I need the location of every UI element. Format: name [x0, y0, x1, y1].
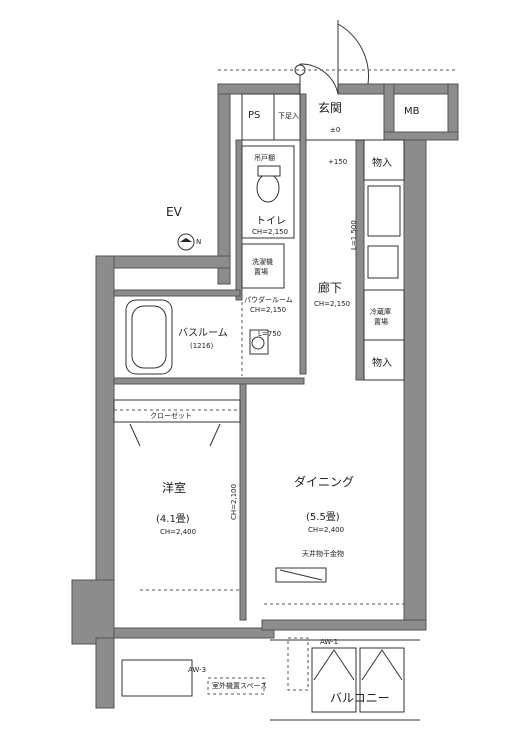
label-powder-len: L=750	[258, 330, 281, 338]
label-ps: PS	[248, 110, 260, 121]
label-dining: ダイニング	[294, 474, 354, 489]
label-ceiling-fixture: 天井物干金物	[302, 549, 344, 558]
label-bath-size: (1216)	[190, 342, 214, 350]
label-western-size: (4.1畳)	[156, 513, 190, 525]
label-aw1: AW-1	[320, 638, 338, 646]
label-fridge-1: 冷蔵庫	[370, 307, 391, 316]
label-toilet-ch: CH=2,150	[252, 228, 288, 236]
label-washer-2: 置場	[254, 267, 268, 276]
label-toilet-shelf: 吊戸棚	[254, 153, 275, 162]
label-wall-ch: CH=2,100	[230, 484, 238, 520]
label-mb: MB	[404, 106, 420, 117]
label-fridge-2: 置場	[374, 317, 388, 326]
label-washer-1: 洗濯機	[252, 257, 273, 266]
entrance-door	[218, 20, 458, 95]
label-entrance: 玄関	[318, 100, 342, 115]
label-bath: バスルーム	[178, 327, 228, 339]
label-western-room: 洋室	[162, 480, 186, 495]
label-balcony: バルコニー	[330, 691, 390, 705]
walls	[71, 83, 459, 709]
room-outlines	[113, 93, 405, 605]
label-powder: パウダールーム	[244, 295, 293, 304]
label-step2: +150	[328, 158, 347, 166]
label-shoe-cabinet: 下足入	[278, 112, 299, 120]
label-ac-space: 室外機置スペース	[212, 681, 267, 690]
label-closet: クローゼット	[150, 411, 192, 420]
label-hallway-len: L=1,500	[350, 220, 358, 250]
label-dining-ch: CH=2,400	[308, 526, 344, 534]
label-step: ±0	[330, 126, 340, 134]
label-north: N	[196, 238, 201, 246]
labels: PS 玄関 MB 下足入 ±0 +150 物入 EV N 吊戸棚 トイレ CH=…	[150, 100, 420, 705]
label-storage-top: 物入	[372, 156, 392, 169]
label-storage-bottom: 物入	[372, 356, 392, 369]
label-western-ch: CH=2,400	[160, 528, 196, 536]
label-powder-ch: CH=2,150	[250, 306, 286, 314]
label-hallway: 廊下	[318, 280, 342, 295]
label-toilet: トイレ	[256, 216, 286, 227]
label-dining-size: (5.5畳)	[306, 511, 340, 523]
label-ev: EV	[166, 205, 183, 219]
label-aw3: AW-3	[188, 666, 206, 674]
label-hallway-ch: CH=2,150	[314, 300, 350, 308]
fixtures	[121, 165, 420, 721]
